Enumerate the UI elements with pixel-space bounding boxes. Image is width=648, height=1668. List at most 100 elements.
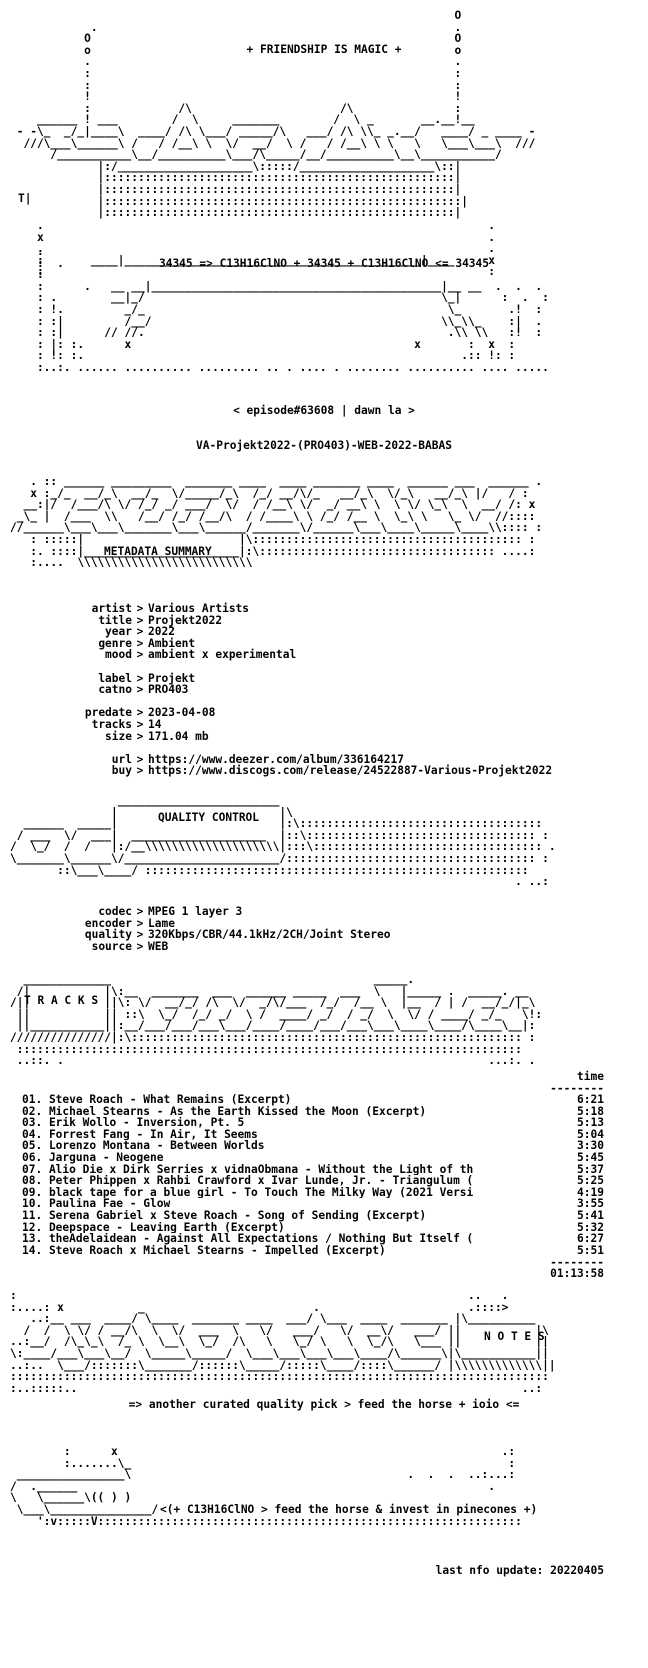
quality-row: source>WEB bbox=[91, 939, 169, 953]
total-rule: -------- bbox=[550, 1256, 604, 1269]
quality-row: quality>320Kbps/CBR/44.1kHz/2CH/Joint St… bbox=[84, 928, 391, 942]
metadata-row: tracks>14 bbox=[91, 717, 162, 731]
quality-value: 320Kbps/CBR/44.1kHz/2CH/Joint Stereo bbox=[148, 928, 391, 942]
track-title: 07. Alio Die x Dirk Serries x vidnaObman… bbox=[22, 1163, 474, 1176]
tracklist: 01. Steve Roach - What Remains (Excerpt)… bbox=[22, 1094, 604, 1256]
quality-section-title: QUALITY CONTROL bbox=[158, 811, 260, 824]
quality-list: codec>MPEG 1 layer 3 encoder>Lame qualit… bbox=[58, 905, 391, 953]
track-time: 6:21 bbox=[577, 1093, 604, 1106]
metadata-row: url>https://www.deezer.com/album/3361642… bbox=[111, 752, 404, 766]
catno-value: PRO403 bbox=[148, 683, 189, 697]
total-time: 01:13:58 bbox=[550, 1267, 604, 1280]
track-time: 5:25 bbox=[577, 1174, 604, 1188]
track-title: 05. Lorenzo Montana - Between Worlds bbox=[22, 1140, 265, 1152]
track-title: 03. Erik Wollo - Inversion, Pt. 5 bbox=[22, 1117, 245, 1129]
artist-value: Various Artists bbox=[148, 602, 250, 615]
track-row: 10. Paulina Fae - Glow 3:55 bbox=[22, 1198, 604, 1210]
metadata-row: title>Projekt2022 bbox=[98, 613, 223, 627]
track-time: 5:37 bbox=[577, 1162, 604, 1176]
track-row: 14. Steve Roach x Michael Stearns - Impe… bbox=[22, 1245, 604, 1257]
year-value: 2022 bbox=[148, 625, 175, 639]
tracks-banner-art: _____________ _____. /| |\:__ _______ __… bbox=[10, 973, 543, 1068]
encoder-value: Lame bbox=[148, 916, 175, 930]
track-time: 3:30 bbox=[577, 1139, 604, 1153]
metadata-row: artist>Various Artists bbox=[91, 602, 250, 615]
track-time: 5:32 bbox=[577, 1220, 604, 1234]
metadata-row: label>Projekt bbox=[98, 671, 196, 685]
time-rule: -------- bbox=[550, 1082, 604, 1095]
tagline: + FRIENDSHIP IS MAGIC + bbox=[246, 43, 402, 56]
footer-message: <(+ C13H16ClNO > feed the horse & invest… bbox=[160, 1503, 538, 1516]
track-row: 11. Serena Gabriel x Steve Roach - Song … bbox=[22, 1210, 604, 1222]
track-time: 4:19 bbox=[577, 1185, 604, 1199]
track-row: 03. Erik Wollo - Inversion, Pt. 5 5:13 bbox=[22, 1117, 604, 1129]
corner-glyph: T| bbox=[18, 192, 32, 205]
metadata-row: mood>ambient x experimental bbox=[105, 648, 297, 662]
track-time: 5:51 bbox=[577, 1243, 604, 1257]
metadata-row: catno>PRO403 bbox=[98, 683, 189, 697]
buy-link[interactable]: https://www.discogs.com/release/24522887… bbox=[148, 764, 553, 778]
footer-ascii-art: : x .: :.......\_ : ________________\ bbox=[10, 1445, 522, 1528]
predate-value: 2023-04-08 bbox=[148, 706, 216, 720]
track-time: 5:41 bbox=[577, 1208, 604, 1222]
track-title: 02. Michael Stearns - As the Earth Kisse… bbox=[22, 1105, 427, 1118]
metadata-row: size>171.04 mb bbox=[105, 729, 209, 743]
notes-text: => another curated quality pick > feed t… bbox=[128, 1398, 520, 1411]
title-value: Projekt2022 bbox=[148, 613, 223, 627]
track-row: 04. Forrest Fang - In Air, It Seems 5:04 bbox=[22, 1129, 604, 1141]
metadata-row: buy>https://www.discogs.com/release/2452… bbox=[111, 764, 553, 778]
track-row: 12. Deepspace - Leaving Earth (Excerpt) 5… bbox=[22, 1220, 604, 1234]
track-row: 02. Michael Stearns - As the Earth Kisse… bbox=[22, 1104, 604, 1118]
mood-value: ambient x experimental bbox=[148, 648, 297, 662]
track-title: 12. Deepspace - Leaving Earth (Excerpt) bbox=[22, 1221, 285, 1234]
track-time: 6:27 bbox=[577, 1232, 604, 1246]
size-value: 171.04 mb bbox=[148, 729, 209, 743]
track-row: 05. Lorenzo Montana - Between Worlds 3:30 bbox=[22, 1140, 604, 1152]
track-title: 09. black tape for a blue girl - To Touc… bbox=[22, 1186, 474, 1199]
quality-row: codec>MPEG 1 layer 3 bbox=[98, 905, 243, 918]
track-title: 04. Forrest Fang - In Air, It Seems bbox=[22, 1128, 258, 1141]
quality-banner-art: ________________________ | |\ ______ ___… bbox=[10, 794, 556, 889]
track-time: 5:18 bbox=[577, 1104, 604, 1118]
track-row: 01. Steve Roach - What Remains (Excerpt)… bbox=[22, 1094, 604, 1106]
notes-banner-art: : .. . :....: x _ . .::::> ..:__ ___ ___… bbox=[10, 1289, 556, 1395]
metadata-row: year>2022 bbox=[105, 625, 175, 639]
track-time: 3:55 bbox=[577, 1197, 604, 1211]
track-title: 11. Serena Gabriel x Steve Roach - Song … bbox=[22, 1209, 427, 1222]
metadata-row: predate>2023-04-08 bbox=[84, 706, 216, 720]
url-link[interactable]: https://www.deezer.com/album/336164217 bbox=[148, 752, 404, 766]
track-time: 5:13 bbox=[577, 1116, 604, 1130]
track-row: 13. theAdelaidean - Against All Expectat… bbox=[22, 1233, 604, 1245]
track-row: 08. Peter Phippen x Rahbi Crawford x Iva… bbox=[22, 1175, 604, 1187]
track-time: 5:45 bbox=[577, 1150, 604, 1164]
metadata-banner-art: . :: ______ _________ _______ ____ ____ … bbox=[10, 475, 543, 570]
track-title: 13. theAdelaidean - Against All Expectat… bbox=[22, 1233, 474, 1245]
track-row: 06. Jarguna - Neogene 5:45 bbox=[22, 1152, 604, 1164]
header-art-base: . . x . . bbox=[36, 219, 495, 279]
track-title: 10. Paulina Fae - Glow bbox=[22, 1198, 171, 1210]
quality-row: encoder>Lame bbox=[84, 916, 175, 930]
metadata-section-title: METADATA SUMMARY bbox=[104, 545, 212, 558]
track-row: 09. black tape for a blue girl - To Touc… bbox=[22, 1187, 604, 1199]
track-title: 14. Steve Roach x Michael Stearns - Impe… bbox=[22, 1244, 386, 1257]
equation: 34345 => C13H16ClNO + 34345 + C13H16ClNO… bbox=[158, 257, 490, 270]
track-time: 5:04 bbox=[577, 1127, 604, 1141]
metadata-list: artist>Various Artists title>Projekt2022… bbox=[58, 603, 552, 777]
tracks-value: 14 bbox=[148, 717, 162, 731]
bridge-ascii-art: . : . : : . __ __|______________________… bbox=[36, 245, 549, 374]
time-column-header: time bbox=[577, 1070, 604, 1083]
notes-section-title: N O T E S bbox=[484, 1330, 545, 1343]
label-value: Projekt bbox=[148, 671, 196, 685]
metadata-row: genre>Ambient bbox=[98, 636, 196, 650]
codec-value: MPEG 1 layer 3 bbox=[148, 905, 243, 918]
genre-value: Ambient bbox=[148, 636, 196, 650]
track-title: 01. Steve Roach - What Remains (Excerpt) bbox=[22, 1094, 292, 1106]
track-row: 07. Alio Die x Dirk Serries x vidnaObman… bbox=[22, 1162, 604, 1176]
last-update: last nfo update: 20220405 bbox=[435, 1564, 604, 1577]
tracks-section-title: T R A C K S bbox=[24, 994, 99, 1007]
track-title: 06. Jarguna - Neogene bbox=[22, 1151, 164, 1164]
episode-line: < episode#63608 | dawn la > bbox=[233, 404, 415, 417]
header-ascii-art: O . . O O o bbox=[16, 9, 536, 220]
track-title: 08. Peter Phippen x Rahbi Crawford x Iva… bbox=[22, 1175, 474, 1187]
